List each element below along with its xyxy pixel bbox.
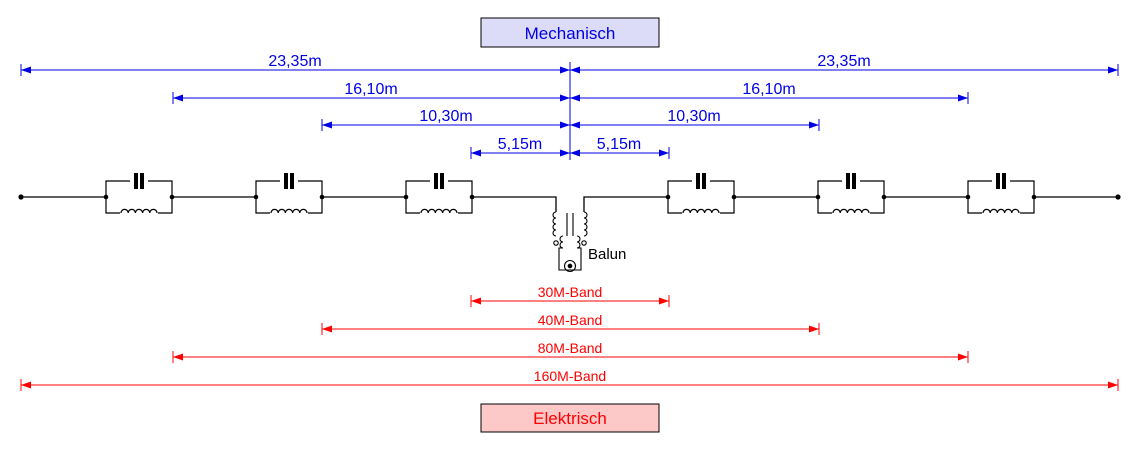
dim-label-right-23: 23,35m [817,53,870,70]
balun-winding-right [583,211,588,237]
inductor-icon [832,208,870,214]
traps [103,173,1037,215]
inductor-icon [682,208,720,214]
dim-label-right-5: 5,15m [597,136,641,153]
band-label-160m: 160M-Band [534,368,606,384]
trap [965,173,1037,215]
mechanical-title: Mechanisch [525,24,616,43]
inductor-icon [120,208,158,214]
trap [815,173,887,215]
dim-label-left-16: 16,10m [344,81,397,98]
trap [403,173,475,215]
dim-label-left-10: 10,30m [419,108,472,125]
capacitor-icon [992,173,1010,189]
dim-label-right-16: 16,10m [742,81,795,98]
capacitor-icon [130,173,148,189]
band-label-40m: 40M-Band [538,312,603,328]
band-label-80m: 80M-Band [538,340,603,356]
antenna-wire [18,194,1121,212]
capacitor-icon [280,173,298,189]
mechanical-dimensions-left [20,64,570,159]
balun [552,211,588,273]
inductor-icon [982,208,1020,214]
electrical-title: Elektrisch [533,409,607,428]
mechanical-title-box: Mechanisch [480,17,660,48]
electrical-title-box: Elektrisch [480,403,660,433]
trap [665,173,737,215]
trap [253,173,325,215]
dim-label-left-5: 5,15m [498,136,542,153]
wire-end-left [18,194,24,200]
balun-winding-left [552,211,557,237]
inductor-icon [270,208,308,214]
inductor-icon [420,208,458,214]
capacitor-icon [842,173,860,189]
wire-end-right [1115,194,1121,200]
capacitor-icon [430,173,448,189]
coax-connector-icon [563,259,577,273]
capacitor-icon [692,173,710,189]
dim-label-right-10: 10,30m [667,108,720,125]
dim-label-left-23: 23,35m [268,53,321,70]
trap [103,173,175,215]
band-label-30m: 30M-Band [538,284,603,300]
mechanical-dimensions-right [569,62,1119,160]
electrical-bands [20,295,1119,391]
balun-label: Balun [588,246,626,263]
